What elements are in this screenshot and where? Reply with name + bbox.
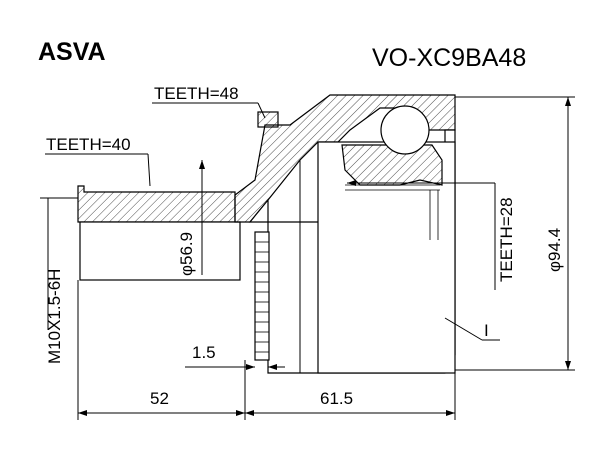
- thread-label: M10X1.5-6H: [45, 269, 64, 364]
- inner-race: [341, 144, 443, 186]
- shaft-lower: [79, 221, 241, 281]
- marker-label: I: [484, 321, 489, 340]
- shaft-spline-upper: [77, 185, 236, 223]
- outer-teeth-label: TEETH=48: [154, 84, 239, 103]
- tooth-block: [257, 111, 279, 128]
- body-length-label: 61.5: [320, 389, 353, 408]
- shaft-teeth-label: TEETH=40: [46, 135, 131, 154]
- bell-housing: [234, 94, 456, 374]
- seat-diameter-label: φ56.9: [177, 232, 196, 276]
- ball: [380, 105, 430, 155]
- inner-teeth-label: TEETH=28: [497, 197, 516, 282]
- shaft: [77, 185, 241, 281]
- part-number: VO-XC9BA48: [372, 44, 526, 72]
- shoulder-label: 1.5: [192, 343, 216, 362]
- abs-ring: [254, 231, 270, 361]
- brand-name: ASVA: [38, 38, 106, 66]
- outer-diameter-label: φ94.4: [545, 228, 564, 272]
- shaft-length-label: 52: [150, 389, 169, 408]
